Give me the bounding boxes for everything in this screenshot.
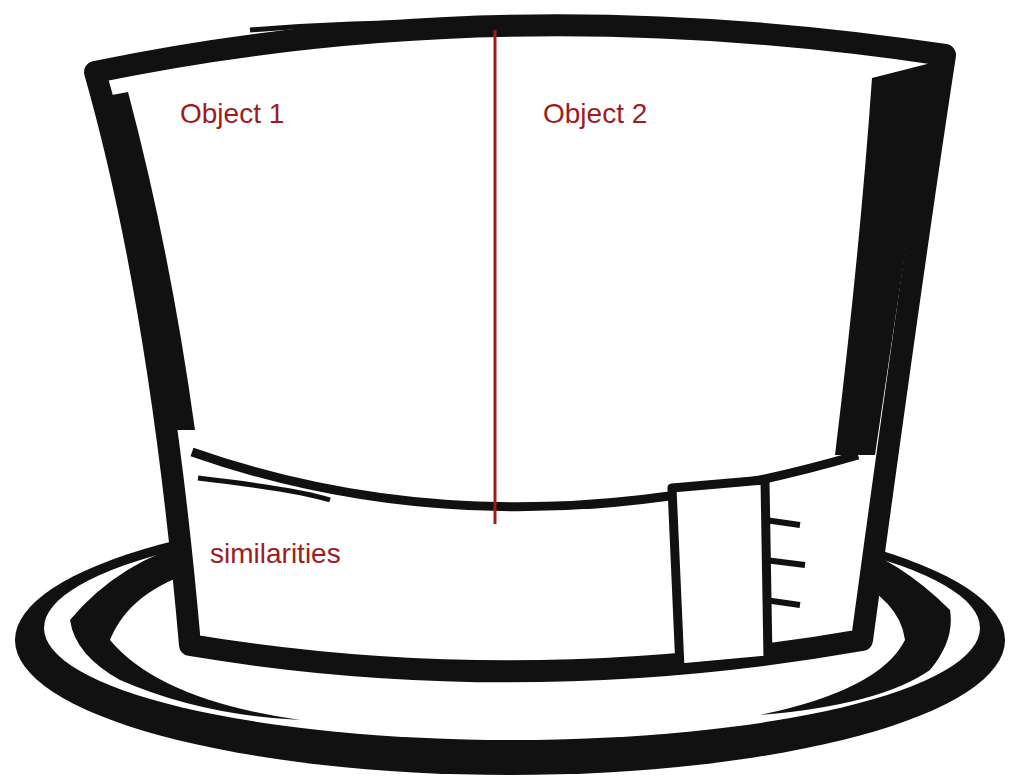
crown-shade xyxy=(112,92,195,430)
hat-crown xyxy=(95,25,945,671)
region-label: Object 2 xyxy=(543,98,647,130)
hat-band-edge xyxy=(198,478,330,500)
divider-line xyxy=(494,30,497,524)
band-buckle xyxy=(672,480,768,668)
region-label: similarities xyxy=(210,538,341,570)
buckle-folds xyxy=(765,520,805,605)
crown-shade xyxy=(835,62,935,455)
crown-highlight xyxy=(250,22,760,40)
region-label: Object 1 xyxy=(180,98,284,130)
